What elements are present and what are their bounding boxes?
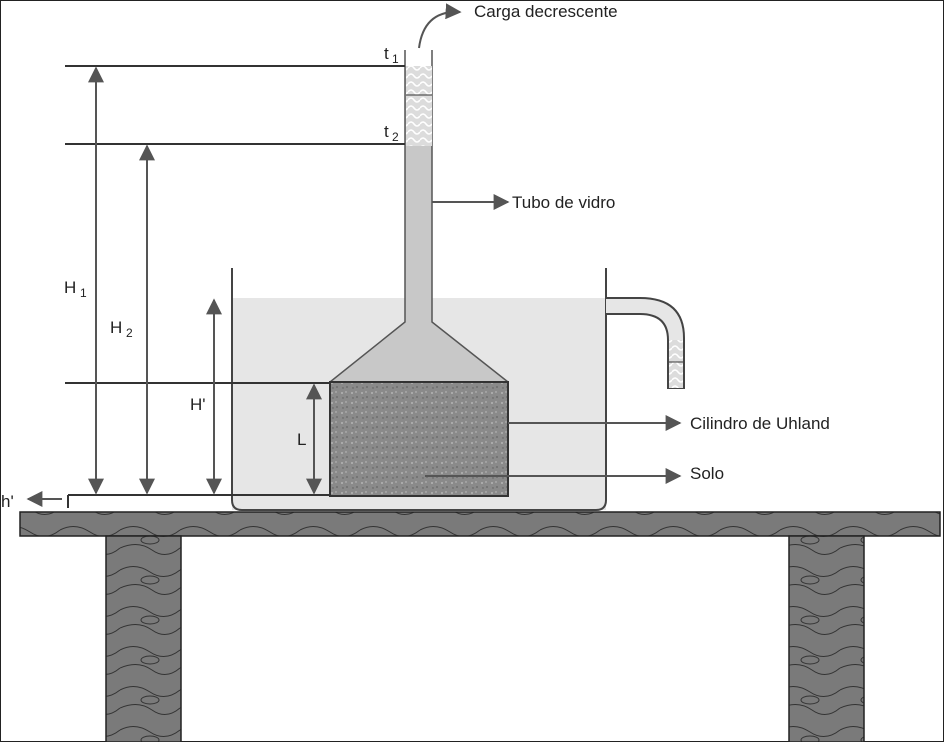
table-leg-left [105,535,182,742]
svg-text:t: t [384,122,389,141]
svg-text:H: H [64,278,76,297]
tube-funnel-fill [330,66,508,382]
label-solo: Solo [690,464,724,483]
table-top [19,511,941,537]
svg-text:t: t [384,44,389,63]
svg-text:1: 1 [80,286,87,300]
reference-lines [65,65,405,508]
svg-text:H: H [110,318,122,337]
symbol-H1: H 1 [64,278,87,300]
symbol-t1: t 1 [384,44,399,66]
symbol-h-prime: h' [1,492,14,511]
tube-water-column [406,66,432,146]
symbol-H-prime: H' [190,395,206,414]
overflow-spout [606,297,685,389]
table-leg-right [788,535,865,742]
table [19,511,941,742]
label-cilindro-de-uhland: Cilindro de Uhland [690,414,830,433]
label-carga-decrescente: Carga decrescente [474,2,618,21]
arrow-carga [418,3,462,49]
symbol-t2: t 2 [384,122,399,144]
tank-walls [231,268,607,511]
svg-text:2: 2 [392,130,399,144]
glass-tube [329,50,509,383]
overflow-water [669,340,683,388]
label-tubo-de-vidro: Tubo de vidro [512,193,615,212]
svg-text:1: 1 [392,52,399,66]
symbol-H2: H 2 [110,318,133,340]
soil-cylinder [329,381,509,497]
callout-arrows [418,3,682,484]
svg-text:2: 2 [126,326,133,340]
symbol-L: L [297,430,306,449]
dimension-arrows [26,66,322,507]
